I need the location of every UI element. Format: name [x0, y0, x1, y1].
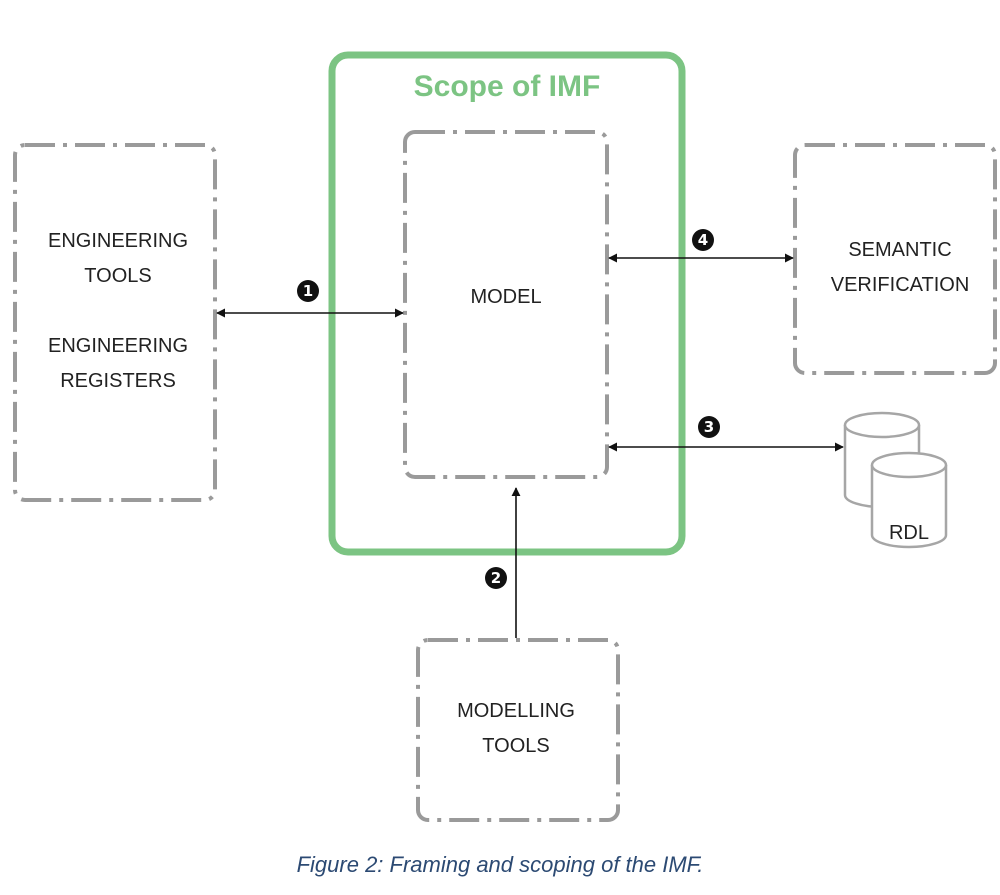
rdl-label: RDL	[889, 522, 929, 544]
marker-2: 2	[485, 567, 507, 589]
model-label: MODEL	[470, 286, 541, 308]
engineering-registers-label-1: ENGINEERING	[48, 335, 188, 357]
engineering-tools-box	[13, 143, 217, 502]
svg-text:4: 4	[698, 231, 708, 249]
semantic-verification-label-2: VERIFICATION	[831, 274, 970, 296]
modelling-tools-label-1: MODELLING	[457, 700, 575, 722]
modelling-tools-box	[416, 638, 620, 822]
scope-frame	[328, 51, 686, 556]
engineering-registers-label-2: REGISTERS	[60, 370, 176, 392]
figure-caption: Figure 2: Framing and scoping of the IMF…	[296, 852, 704, 877]
semantic-verification-label-1: SEMANTIC	[848, 239, 951, 261]
model-box	[403, 130, 609, 479]
svg-text:1: 1	[303, 282, 313, 300]
svg-text:2: 2	[491, 569, 501, 587]
marker-4: 4	[692, 229, 714, 251]
engineering-tools-label-2: TOOLS	[84, 265, 151, 287]
rdl-database-icon	[843, 411, 948, 549]
marker-1: 1	[297, 280, 319, 302]
scope-title: Scope of IMF	[414, 70, 601, 103]
semantic-verification-box	[793, 143, 997, 375]
svg-text:3: 3	[704, 418, 714, 436]
engineering-tools-label-1: ENGINEERING	[48, 230, 188, 252]
marker-3: 3	[698, 416, 720, 438]
modelling-tools-label-2: TOOLS	[482, 735, 549, 757]
